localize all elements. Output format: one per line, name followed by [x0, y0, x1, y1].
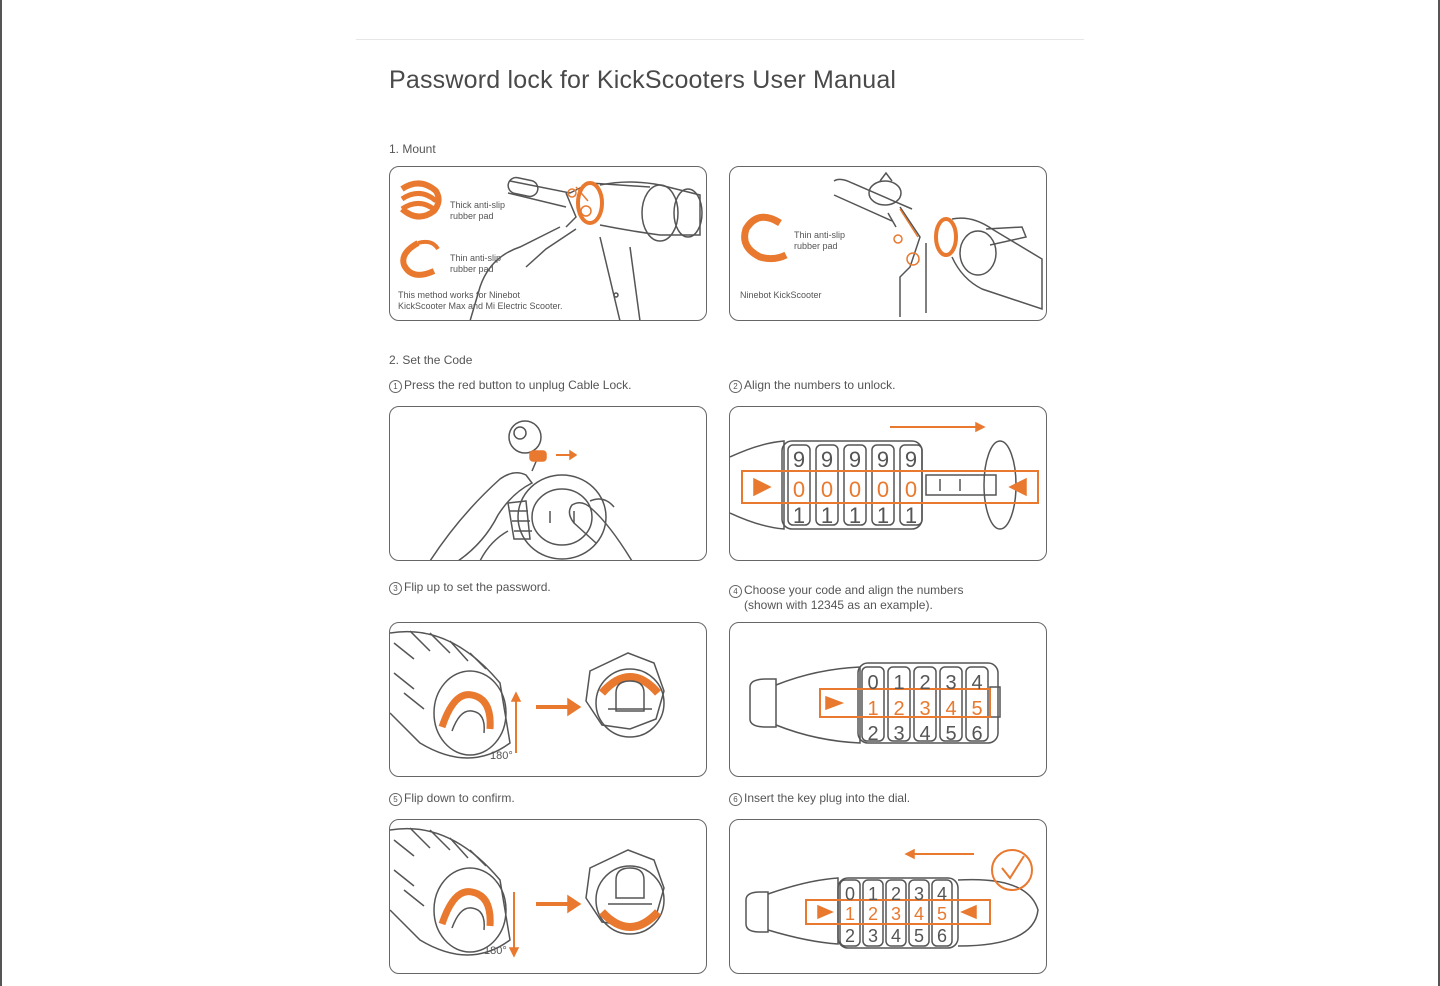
code-mid-digit-2: 2 — [893, 698, 904, 720]
step-3-panel: 180° — [389, 622, 707, 777]
unlock-top-digit-3: 9 — [849, 447, 861, 472]
top-divider — [356, 39, 1084, 40]
code-top-digit-1: 0 — [867, 672, 878, 694]
step-5-panel: 180° — [389, 819, 707, 974]
unlock-bottom-digit-5: 1 — [905, 503, 917, 528]
unlock-top-digit-2: 9 — [821, 447, 833, 472]
unlock-bottom-digit-4: 1 — [877, 503, 889, 528]
code-bottom-digit-4: 5 — [945, 723, 956, 745]
code-top-digit-2: 1 — [893, 672, 904, 694]
unlock-mid-digit-1: 0 — [793, 477, 805, 502]
unlock-bottom-digit-2: 1 — [821, 503, 833, 528]
key-bottom-digit-1: 2 — [845, 926, 855, 946]
unlock-top-digit-5: 9 — [905, 447, 917, 472]
unlock-mid-digit-2: 0 — [821, 477, 833, 502]
code-bottom-digit-2: 3 — [893, 723, 904, 745]
flip-up-illustration: 180° — [390, 630, 665, 762]
key-top-digit-2: 1 — [868, 884, 878, 904]
key-top-digit-3: 2 — [891, 884, 901, 904]
unplug-lock-illustration — [429, 420, 633, 560]
window-border-left — [0, 0, 2, 986]
code-bottom-digit-3: 4 — [919, 723, 930, 745]
code-mid-digit-3: 3 — [919, 698, 930, 720]
key-top-digit-5: 4 — [937, 884, 947, 904]
align-unlock-illustration: 9 9 9 9 9 0 0 0 0 0 1 1 1 1 1 — [730, 421, 1039, 530]
unlock-bottom-digit-3: 1 — [849, 503, 861, 528]
key-mid-digit-1: 1 — [845, 904, 855, 924]
page-title: Password lock for KickScooters User Manu… — [389, 66, 897, 94]
key-bottom-digit-2: 3 — [868, 926, 878, 946]
step-6-panel: 0 1 2 3 4 1 2 3 4 5 2 3 4 5 6 — [729, 819, 1047, 974]
key-mid-digit-4: 4 — [914, 904, 924, 924]
key-top-digit-1: 0 — [845, 884, 855, 904]
code-bottom-digit-5: 6 — [971, 723, 982, 745]
choose-code-illustration: 0 1 2 3 4 1 2 3 4 5 2 3 4 5 6 — [749, 662, 1001, 745]
key-top-digit-4: 3 — [914, 884, 924, 904]
flip-down-illustration: 180° — [390, 827, 665, 958]
insert-key-plug-illustration: 0 1 2 3 4 1 2 3 4 5 2 3 4 5 6 — [745, 848, 1039, 949]
window-border-right — [1438, 0, 1440, 986]
unlock-top-digit-1: 9 — [793, 447, 805, 472]
code-mid-digit-5: 5 — [971, 698, 982, 720]
key-bottom-digit-3: 4 — [891, 926, 901, 946]
mount-ninebot-illustration — [741, 171, 1043, 317]
unlock-top-digit-4: 9 — [877, 447, 889, 472]
step-1-panel — [389, 406, 707, 561]
code-top-digit-5: 4 — [971, 672, 982, 694]
unlock-mid-digit-5: 0 — [905, 477, 917, 502]
code-mid-digit-1: 1 — [867, 698, 878, 720]
rotation-angle-up: 180° — [490, 750, 513, 762]
step-2-panel: 9 9 9 9 9 0 0 0 0 0 1 1 1 1 1 — [729, 406, 1047, 561]
key-mid-digit-2: 2 — [868, 904, 878, 924]
step-4-panel: 0 1 2 3 4 1 2 3 4 5 2 3 4 5 6 — [729, 622, 1047, 777]
unlock-mid-digit-3: 0 — [849, 477, 861, 502]
rotation-angle-down: 180° — [484, 945, 507, 957]
code-bottom-digit-1: 2 — [867, 723, 878, 745]
unlock-mid-digit-4: 0 — [877, 477, 889, 502]
key-bottom-digit-5: 6 — [937, 926, 947, 946]
key-bottom-digit-4: 5 — [914, 926, 924, 946]
code-top-digit-3: 2 — [919, 672, 930, 694]
section-mount-heading: 1. Mount — [389, 142, 436, 156]
section-set-code-heading: 2. Set the Code — [389, 353, 473, 367]
mount-ninebot-note: Ninebot KickScooter — [740, 290, 822, 300]
mount-max-illustration — [400, 176, 703, 320]
code-top-digit-4: 3 — [945, 672, 956, 694]
key-mid-digit-3: 3 — [891, 904, 901, 924]
code-mid-digit-4: 4 — [945, 698, 956, 720]
unlock-bottom-digit-1: 1 — [793, 503, 805, 528]
key-mid-digit-5: 5 — [937, 904, 947, 924]
